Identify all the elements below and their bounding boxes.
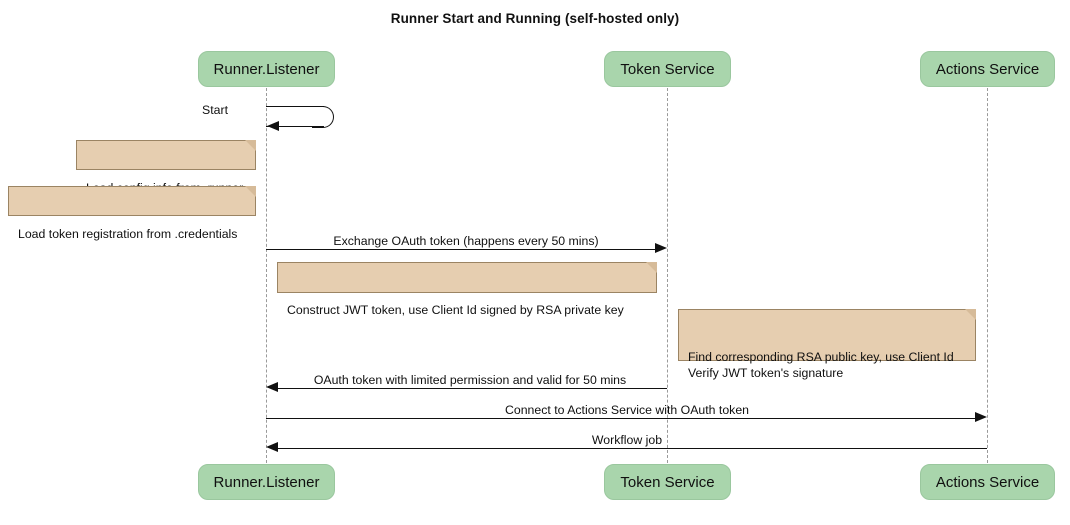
message-label-connect-actions-service: Connect to Actions Service with OAuth to… bbox=[504, 403, 750, 417]
arrowhead-oauth-token-response bbox=[266, 382, 278, 392]
message-line-exchange-oauth-token bbox=[266, 249, 656, 250]
message-line-oauth-token-response bbox=[277, 388, 667, 389]
note-fold-corner-icon bbox=[965, 309, 976, 320]
lifeline-runner-listener bbox=[266, 88, 267, 463]
lifeline-actions-service bbox=[987, 88, 988, 463]
page-title: Runner Start and Running (self-hosted on… bbox=[390, 11, 680, 26]
message-line-connect-actions-service bbox=[266, 418, 976, 419]
note-fold-corner-icon bbox=[646, 262, 657, 273]
message-label-exchange-oauth-token: Exchange OAuth token (happens every 50 m… bbox=[333, 234, 599, 248]
participant-token-service-bottom[interactable]: Token Service bbox=[604, 464, 731, 500]
participant-label: Token Service bbox=[620, 60, 715, 78]
participant-runner-listener-bottom[interactable]: Runner.Listener bbox=[198, 464, 335, 500]
note-fold-corner-icon bbox=[245, 186, 256, 197]
participant-token-service-top[interactable]: Token Service bbox=[604, 51, 731, 87]
note-load-config: Load config info from .runner bbox=[76, 140, 256, 195]
message-label-start: Start bbox=[202, 103, 228, 117]
note-text: Find corresponding RSA public key, use C… bbox=[688, 350, 954, 380]
message-label-workflow-job: Workflow job bbox=[591, 433, 663, 447]
message-start-self-loop bbox=[266, 106, 334, 128]
note-verify-jwt: Find corresponding RSA public key, use C… bbox=[678, 309, 976, 380]
participant-actions-service-bottom[interactable]: Actions Service bbox=[920, 464, 1055, 500]
participant-label: Runner.Listener bbox=[213, 60, 320, 78]
message-line-workflow-job bbox=[277, 448, 987, 449]
note-text: Construct JWT token, use Client Id signe… bbox=[287, 303, 624, 317]
note-fold-corner-icon bbox=[245, 140, 256, 151]
note-load-token-registration: Load token registration from .credential… bbox=[8, 186, 256, 241]
message-label-oauth-token-response: OAuth token with limited permission and … bbox=[313, 373, 627, 387]
participant-label: Actions Service bbox=[935, 473, 1040, 491]
participant-label: Actions Service bbox=[935, 60, 1040, 78]
lifeline-token-service bbox=[667, 88, 668, 463]
note-text: Load token registration from .credential… bbox=[18, 227, 238, 241]
participant-runner-listener-top[interactable]: Runner.Listener bbox=[198, 51, 335, 87]
arrowhead-connect-actions-service bbox=[975, 412, 987, 422]
participant-actions-service-top[interactable]: Actions Service bbox=[920, 51, 1055, 87]
participant-label: Runner.Listener bbox=[213, 473, 320, 491]
arrowhead-start bbox=[267, 121, 279, 131]
arrowhead-workflow-job bbox=[266, 442, 278, 452]
arrowhead-exchange-oauth-token bbox=[655, 243, 667, 253]
participant-label: Token Service bbox=[620, 473, 715, 491]
note-construct-jwt: Construct JWT token, use Client Id signe… bbox=[277, 262, 657, 317]
